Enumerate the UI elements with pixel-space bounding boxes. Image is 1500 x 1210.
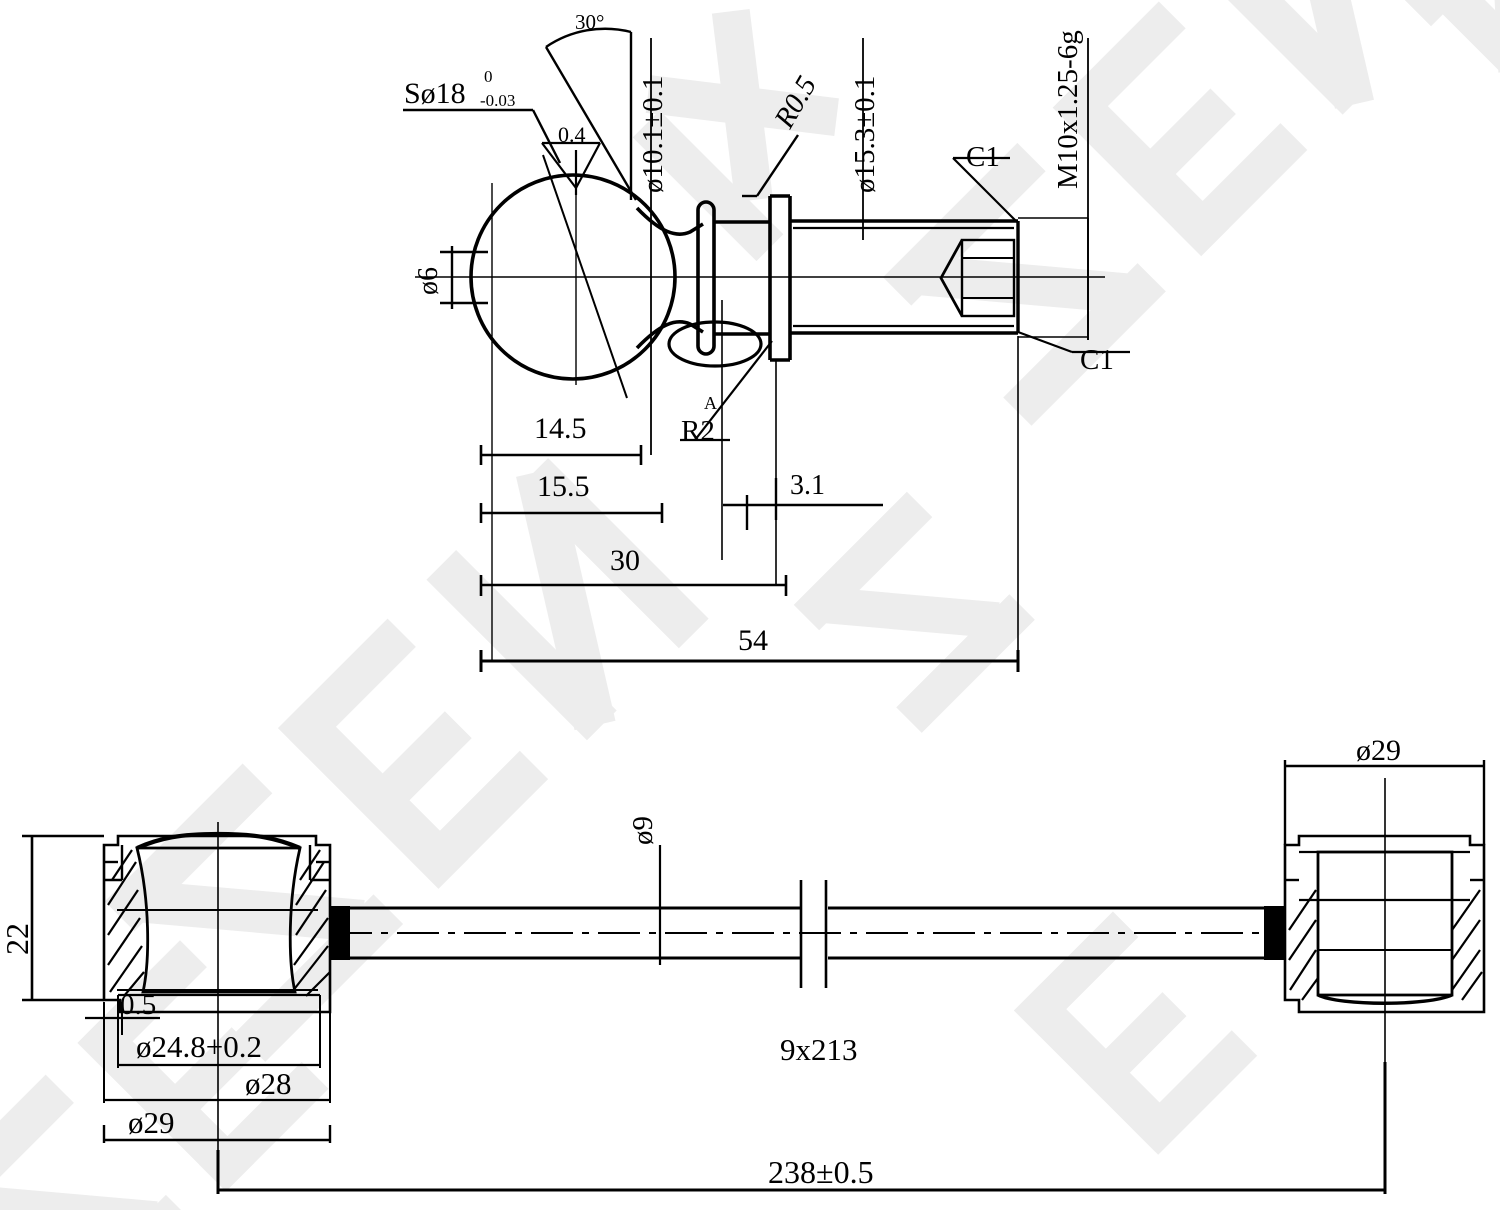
r2-leader — [694, 340, 773, 441]
thread-spec-label: M10x1.25-6g — [1052, 30, 1084, 189]
socket-cone — [939, 239, 964, 317]
overall-length-label: 238±0.5 — [768, 1154, 874, 1190]
weld-right — [1264, 906, 1285, 960]
dim-15-5-label: 15.5 — [537, 470, 590, 503]
link-assembly-view — [22, 760, 1486, 1194]
link-assembly-labels: 22 0.5 ø24.8+0.2 ø28 ø29 ø29 ø9 9x213 23… — [0, 734, 1401, 1190]
dim-54-label: 54 — [738, 624, 768, 657]
right-wall-hatch-l — [1288, 889, 1319, 1001]
sphere-dia-sup: 0 — [484, 67, 493, 86]
c1-bottom-leader — [1017, 330, 1073, 354]
angle-30-label: 30° — [575, 10, 604, 34]
sphere-dia-leader-kink — [531, 109, 562, 164]
angle-leader-left — [544, 46, 638, 201]
outer-dia-right-label: ø29 — [1356, 734, 1401, 767]
rod-spec-label: 9x213 — [780, 1032, 858, 1067]
shoulder-dia-label: ø15.3±0.1 — [849, 76, 881, 193]
mid-dia-label: ø28 — [245, 1066, 292, 1101]
neck-dia-label: ø10.1±0.1 — [637, 76, 669, 193]
left-boot-inner — [135, 846, 302, 994]
r05-leader — [756, 134, 799, 197]
ball-head-outline — [469, 173, 677, 381]
neck-top-profile — [635, 206, 704, 236]
dim-14-5-label: 14.5 — [534, 412, 587, 445]
right-wall-hatch-r — [1451, 889, 1483, 1001]
boot-seat-ellipse — [667, 320, 763, 368]
chamfer-04-label: 0.4 — [558, 122, 586, 147]
angle-arc — [545, 27, 632, 48]
c1-top-leader — [952, 157, 1018, 223]
pin-dia-label: ø6 — [413, 267, 444, 295]
dim-30-label: 30 — [610, 544, 640, 577]
detail-a-label: A — [704, 393, 717, 413]
dim-3-1-label: 3.1 — [790, 470, 825, 501]
socket-rect — [960, 238, 1016, 318]
weld-left — [330, 906, 350, 960]
bore-dia-label: ø24.8+0.2 — [136, 1029, 262, 1064]
left-wall-hatch-r — [291, 849, 331, 997]
outer-dia-left-label: ø29 — [128, 1105, 175, 1140]
height-22-label: 22 — [0, 923, 35, 955]
ball-stud-view — [403, 27, 1130, 672]
sphere-dia-sub: -0.03 — [480, 91, 515, 110]
sphere-dia-label: Sø18 — [404, 77, 466, 110]
wall-05-label: 0.5 — [120, 989, 156, 1021]
boot-groove-ring — [696, 200, 716, 356]
sphere-dia-leader — [542, 154, 628, 399]
right-housing-outline — [1283, 834, 1486, 1014]
left-wall-hatch-l — [107, 849, 145, 997]
c1-top-label: C1 — [966, 141, 1000, 173]
c1-bottom-label: C1 — [1080, 344, 1114, 376]
radius-r2-label: R2 — [681, 415, 715, 447]
rod-dia-label: ø9 — [627, 816, 659, 845]
